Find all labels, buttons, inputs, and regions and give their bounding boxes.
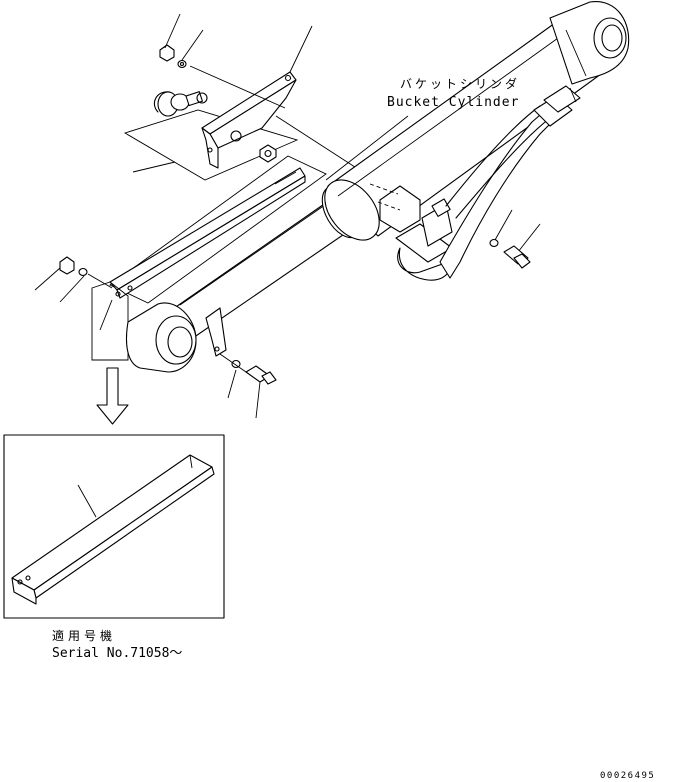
drawing-number: 00026495 <box>600 771 655 781</box>
guard-plate <box>59 155 327 361</box>
port-block <box>369 183 453 281</box>
cylinder-head-eye <box>549 1 630 85</box>
washer-icon <box>489 238 499 248</box>
washer-icon <box>78 267 88 277</box>
nut-icon <box>59 256 75 275</box>
serial-label-jp: 適用号機 <box>52 628 116 643</box>
hydraulic-hose <box>439 85 581 279</box>
angle-bracket <box>11 454 215 605</box>
bolt-icon <box>503 245 531 269</box>
rod-eye <box>125 302 197 373</box>
lower-fasteners <box>219 353 277 385</box>
bolt-icon <box>245 365 277 385</box>
grease-cap-icon <box>153 91 208 117</box>
upper-bracket-assembly <box>123 44 376 181</box>
washer-icon <box>177 59 187 69</box>
bucket-cylinder-label-en: Bucket Cylinder <box>387 95 519 110</box>
washer-icon <box>231 359 241 369</box>
nut-icon <box>159 44 175 62</box>
bucket-cylinder <box>125 1 630 373</box>
bucket-cylinder-label-jp: バケットシリンダ <box>400 76 520 91</box>
inset-detail <box>3 434 225 619</box>
serial-label-en: Serial No.71058～ <box>52 646 182 661</box>
down-arrow-icon <box>96 367 129 425</box>
